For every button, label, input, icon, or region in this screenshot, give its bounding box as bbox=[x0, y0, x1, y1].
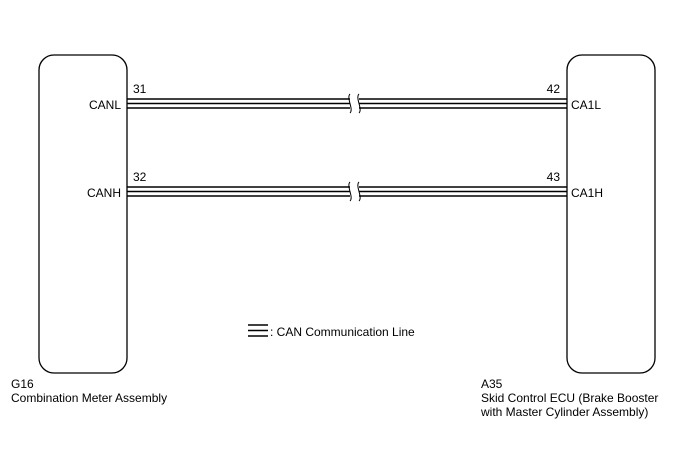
legend-text: : CAN Communication Line bbox=[270, 325, 415, 339]
left-ecu-box bbox=[38, 54, 128, 374]
canl-wire bbox=[127, 98, 567, 109]
left-signal-canh: CANH bbox=[86, 186, 121, 200]
left-pin-32: 32 bbox=[133, 170, 147, 184]
right-ecu-code: A35 bbox=[481, 377, 503, 391]
right-pin-43: 43 bbox=[546, 170, 560, 184]
canh-wire-break bbox=[348, 181, 361, 202]
right-signal-ca1l: CA1L bbox=[571, 98, 602, 112]
left-pin-31: 31 bbox=[133, 82, 147, 96]
left-signal-canl: CANL bbox=[88, 98, 121, 112]
legend-symbol bbox=[248, 324, 268, 337]
canl-wire-break bbox=[348, 93, 361, 114]
right-ecu-box bbox=[566, 54, 656, 374]
left-ecu-code: G16 bbox=[11, 377, 34, 391]
right-ecu-name-line2: with Master Cylinder Assembly) bbox=[481, 405, 649, 419]
left-ecu-name: Combination Meter Assembly bbox=[11, 391, 168, 405]
canh-wire bbox=[127, 186, 567, 197]
right-signal-ca1h: CA1H bbox=[571, 186, 604, 200]
right-pin-42: 42 bbox=[546, 82, 560, 96]
right-ecu-name-line1: Skid Control ECU (Brake Booster bbox=[481, 391, 659, 405]
